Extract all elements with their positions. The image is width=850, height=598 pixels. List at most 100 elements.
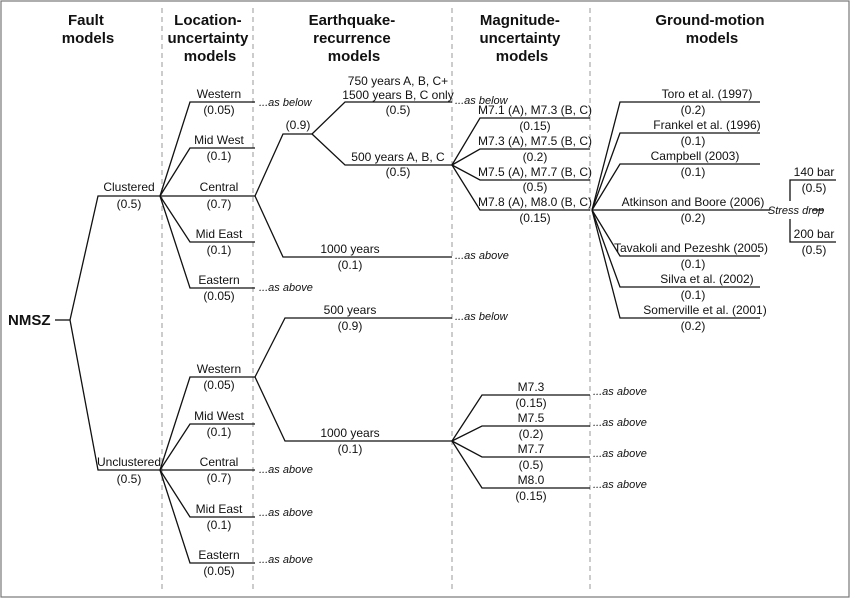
magnitude-unclustered-branches (451, 394, 590, 489)
mag-c-0-weight: (0.15) (519, 119, 550, 133)
ground-motion-branches (591, 101, 760, 319)
mag-c-1-weight: (0.2) (523, 150, 548, 164)
loc-u-mideast-note: ...as above (259, 507, 313, 519)
fault-clustered-weight: (0.5) (117, 197, 142, 211)
fault-clustered-label: Clustered (103, 180, 154, 194)
loc-u-central-label: Central (200, 455, 239, 469)
gm-2-label: Campbell (2003) (651, 149, 740, 163)
loc-c-central-weight: (0.7) (207, 197, 232, 211)
loc-u-mideast-label: Mid East (196, 502, 243, 516)
mag-u-3-label: M8.0 (518, 473, 545, 487)
rec-c-750-weight: (0.5) (386, 103, 411, 117)
loc-c-eastern-note: ...as above (259, 282, 313, 294)
rec-c-group-weight: (0.9) (286, 118, 311, 132)
loc-u-western-label: Western (197, 362, 241, 376)
gm-3-weight: (0.2) (681, 211, 706, 225)
gm-5-label: Silva et al. (2002) (660, 272, 753, 286)
mag-u-3-note: ...as above (593, 479, 647, 491)
loc-u-western-weight: (0.05) (203, 378, 234, 392)
gm-0-label: Toro et al. (1997) (662, 87, 753, 101)
mag-c-3-weight: (0.15) (519, 211, 550, 225)
gm-1-weight: (0.1) (681, 134, 706, 148)
loc-u-eastern-note: ...as above (259, 554, 313, 566)
gm-3-label: Atkinson and Boore (2006) (622, 195, 765, 209)
mag-u-0-weight: (0.15) (515, 396, 546, 410)
gm-4-label: Tavakoli and Pezeshk (2005) (614, 241, 768, 255)
loc-u-eastern-weight: (0.05) (203, 564, 234, 578)
mag-u-0-label: M7.3 (518, 380, 545, 394)
mag-u-1-note: ...as above (593, 417, 647, 429)
header-location-models: Location- uncertainty models (167, 12, 252, 65)
location-clustered-branches (159, 101, 255, 289)
rec-u-500-note: ...as below (455, 311, 509, 323)
rec-u-1000-label: 1000 years (320, 426, 379, 440)
root-branch-clustered (69, 195, 160, 321)
location-unclustered-branches (159, 376, 255, 564)
stress-200-label: 200 bar (794, 227, 835, 241)
stress-drop-label: Stress drop (768, 205, 824, 217)
fault-unclustered-label: Unclustered (97, 455, 161, 469)
stress-drop-branches (760, 179, 836, 243)
gm-1-label: Frankel et al. (1996) (653, 118, 760, 132)
column-separators (161, 8, 591, 592)
loc-u-central-note: ...as above (259, 464, 313, 476)
stress-140-weight: (0.5) (802, 181, 827, 195)
rec-c-1000-note: ...as above (455, 250, 509, 262)
mag-u-1-weight: (0.2) (519, 427, 544, 441)
mag-u-3-weight: (0.15) (515, 489, 546, 503)
magnitude-clustered-branches (451, 117, 590, 211)
fault-unclustered-weight: (0.5) (117, 472, 142, 486)
stress-200-weight: (0.5) (802, 243, 827, 257)
loc-u-midwest-weight: (0.1) (207, 425, 232, 439)
mag-u-2-note: ...as above (593, 448, 647, 460)
recurrence-clustered-branches (254, 101, 452, 258)
loc-u-mideast-weight: (0.1) (207, 518, 232, 532)
gm-2-weight: (0.1) (681, 165, 706, 179)
recurrence-unclustered-branches (254, 317, 452, 442)
root-branch-unclustered (69, 319, 160, 471)
loc-u-eastern-label: Eastern (198, 548, 239, 562)
gm-4-weight: (0.1) (681, 257, 706, 271)
gm-6-label: Somerville et al. (2001) (643, 303, 766, 317)
mag-u-1-label: M7.5 (518, 411, 545, 425)
mag-u-0-note: ...as above (593, 386, 647, 398)
mag-c-2-weight: (0.5) (523, 180, 548, 194)
rec-c-750-note: ...as below (455, 95, 509, 107)
mag-c-3-label: M7.8 (A), M8.0 (B, C) (478, 195, 592, 209)
loc-c-eastern-weight: (0.05) (203, 289, 234, 303)
loc-u-central-weight: (0.7) (207, 471, 232, 485)
mag-c-0-label: M7.1 (A), M7.3 (B, C) (478, 103, 592, 117)
rec-c-500-weight: (0.5) (386, 165, 411, 179)
loc-c-western-label: Western (197, 87, 241, 101)
mag-c-1-label: M7.3 (A), M7.5 (B, C) (478, 134, 592, 148)
mag-c-2-label: M7.5 (A), M7.7 (B, C) (478, 165, 592, 179)
header-magnitude-models: Magnitude- uncertainty models (479, 12, 564, 65)
header-recurrence-models: Earthquake- recurrence models (309, 12, 400, 65)
rec-u-1000-weight: (0.1) (338, 442, 363, 456)
loc-c-western-note: ...as below (259, 97, 313, 109)
rec-u-500-label: 500 years (324, 303, 377, 317)
rec-c-750-line2: 1500 years B, C only (342, 88, 453, 102)
gm-6-weight: (0.2) (681, 319, 706, 333)
mag-u-2-label: M7.7 (518, 442, 545, 456)
loc-c-eastern-label: Eastern (198, 273, 239, 287)
header-fault-models: Fault models (62, 12, 115, 47)
rec-c-1000-label: 1000 years (320, 242, 379, 256)
loc-u-midwest-label: Mid West (194, 409, 244, 423)
loc-c-central-label: Central (200, 180, 239, 194)
loc-c-midwest-weight: (0.1) (207, 149, 232, 163)
mag-u-2-weight: (0.5) (519, 458, 544, 472)
loc-c-mideast-weight: (0.1) (207, 243, 232, 257)
rec-u-500-weight: (0.9) (338, 319, 363, 333)
root-node-label: NMSZ (8, 312, 51, 329)
gm-0-weight: (0.2) (681, 103, 706, 117)
loc-c-mideast-label: Mid East (196, 227, 243, 241)
header-ground-motion-models: Ground-motion models (655, 12, 768, 47)
rec-c-500-label: 500 years A, B, C (351, 150, 445, 164)
stress-140-label: 140 bar (794, 165, 835, 179)
loc-c-midwest-label: Mid West (194, 133, 244, 147)
loc-c-western-weight: (0.05) (203, 103, 234, 117)
rec-c-1000-weight: (0.1) (338, 258, 363, 272)
